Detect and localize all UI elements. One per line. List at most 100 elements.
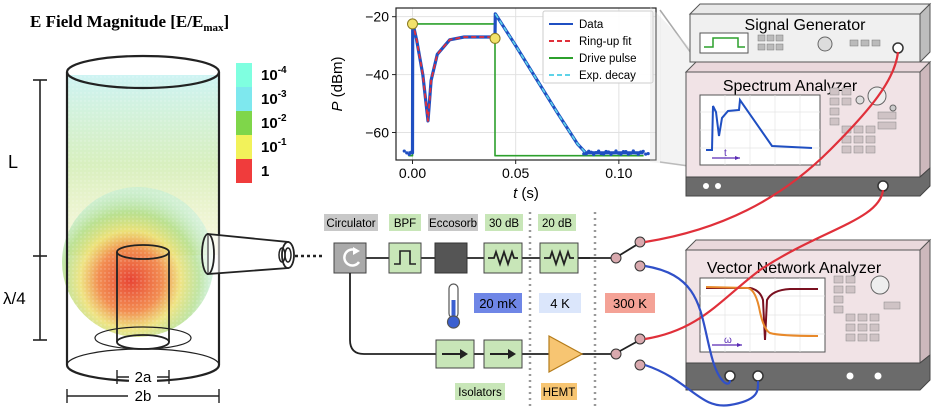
data-noise-point <box>639 150 643 154</box>
data-noise-point <box>597 149 601 153</box>
measurement-chain: Circulator BPF Eccosorb 30 dB 20 dB <box>324 212 655 410</box>
data-noise-point <box>634 151 638 155</box>
eccosorb-label: Eccosorb <box>429 218 477 230</box>
colorbar-tick: 10-1 <box>261 137 287 156</box>
data-noise-point <box>601 152 606 156</box>
coupling-port <box>201 233 295 275</box>
temp-300k-tag <box>605 293 655 313</box>
legend <box>542 10 654 84</box>
eccosorb-tag <box>428 214 478 231</box>
field-speckle <box>67 75 219 365</box>
data-noise-point <box>589 150 593 154</box>
sa-input-port[interactable] <box>877 180 889 192</box>
data-noise-point <box>599 151 603 156</box>
colorbar-tick: 10-2 <box>261 113 287 132</box>
temp-300k: 300 K <box>613 296 647 311</box>
switch-top-a[interactable] <box>634 236 646 248</box>
colorbar-tick: 10-3 <box>261 89 287 108</box>
temp-20mk: 20 mK <box>479 296 517 311</box>
sg-output-port[interactable] <box>892 42 904 54</box>
x-tick-label: 0.10 <box>605 165 632 181</box>
hemt-label: HEMT <box>543 387 576 399</box>
fit-marker <box>489 32 501 44</box>
sg-sa-stack: Signal Generator Spectrum Analyzer t <box>684 2 932 197</box>
circulator <box>333 242 367 274</box>
vna-box: Vector Network Analyzer ω <box>684 238 932 391</box>
data-noise-point <box>641 149 645 154</box>
data-noise-point <box>609 152 613 157</box>
data-noise-point <box>407 152 411 157</box>
circulator-label: Circulator <box>326 218 375 230</box>
series-line-drive-pulse <box>408 23 644 157</box>
spectrum-analyzer-label: Spectrum Analyzer <box>723 78 858 95</box>
colorbar-tick: 1 <box>261 163 269 180</box>
circulator-tag <box>324 214 378 231</box>
isolators-tag <box>455 383 505 400</box>
dim-2b: 2b <box>135 388 152 405</box>
switch-top-b[interactable] <box>634 260 646 272</box>
cables <box>644 51 900 407</box>
hemt-amplifier <box>548 334 584 374</box>
temp-4k: 4 K <box>550 296 570 311</box>
data-noise-point <box>644 152 648 156</box>
data-noise-point <box>611 151 616 155</box>
bandpass-filter <box>388 242 422 274</box>
colorbar-swatch <box>236 63 252 87</box>
colorbar: 10-410-310-210-11 <box>236 63 287 183</box>
dim-quarter-wave: λ/4 <box>3 289 26 308</box>
y-axis-label: P (dBm) <box>329 56 346 111</box>
data-noise-point <box>624 150 628 154</box>
temp-4k-tag <box>539 293 581 313</box>
data-noise-point <box>614 149 618 153</box>
series-line-ring-up-fit <box>411 22 495 122</box>
plot-frame <box>395 7 657 161</box>
field-title: E Field Magnitude [E/Emax] <box>30 12 229 34</box>
data-noise-point <box>631 149 635 153</box>
att20-tag <box>538 214 576 231</box>
data-noise-point <box>636 152 640 157</box>
data-noise-point <box>616 151 621 155</box>
vna-port-1[interactable] <box>724 370 736 382</box>
vna-port-2[interactable] <box>752 370 764 382</box>
att30-label: 30 dB <box>489 218 519 230</box>
x-tick-label: 0.00 <box>399 165 426 181</box>
colorbar-swatch <box>236 87 252 111</box>
data-noise-point <box>604 149 608 154</box>
colorbar-swatch <box>236 111 252 135</box>
switch-bottom-b[interactable] <box>634 359 646 371</box>
signal-generator-label: Signal Generator <box>745 17 867 34</box>
data-noise-point <box>582 152 586 156</box>
x-tick-label: 0.05 <box>502 165 529 181</box>
data-noise-point <box>592 152 596 157</box>
colorbar-swatch <box>236 135 252 159</box>
data-noise-point <box>584 152 588 156</box>
y-tick-label: −40 <box>365 67 389 83</box>
legend-label: Exp. decay <box>579 70 636 82</box>
att20-label: 20 dB <box>542 218 572 230</box>
att30-tag <box>485 214 523 231</box>
y-tick-label: −20 <box>365 9 389 25</box>
bpf-label: BPF <box>394 218 416 230</box>
dim-2a: 2a <box>135 369 152 386</box>
colorbar-swatch <box>236 159 252 183</box>
data-noise-point <box>619 152 623 156</box>
data-noise-point <box>626 152 630 156</box>
y-tick-label: −60 <box>365 124 389 140</box>
vna-label: Vector Network Analyzer <box>707 260 882 277</box>
data-noise-point <box>402 149 406 153</box>
data-noise-point <box>629 151 633 155</box>
series-line-exp-decay <box>494 13 587 154</box>
fit-marker <box>407 18 419 30</box>
bpf-tag <box>389 214 421 231</box>
sa-axis-label: t <box>724 148 727 159</box>
vna-axis-label: ω <box>724 335 732 346</box>
switch-bottom-a[interactable] <box>634 333 646 345</box>
legend-label: Data <box>579 19 604 31</box>
temp-20mk-tag <box>474 293 522 313</box>
isolators-label: Isolators <box>458 387 502 399</box>
data-noise-point <box>410 150 414 154</box>
legend-label: Ring-up fit <box>579 36 632 48</box>
data-noise-point <box>646 151 650 156</box>
